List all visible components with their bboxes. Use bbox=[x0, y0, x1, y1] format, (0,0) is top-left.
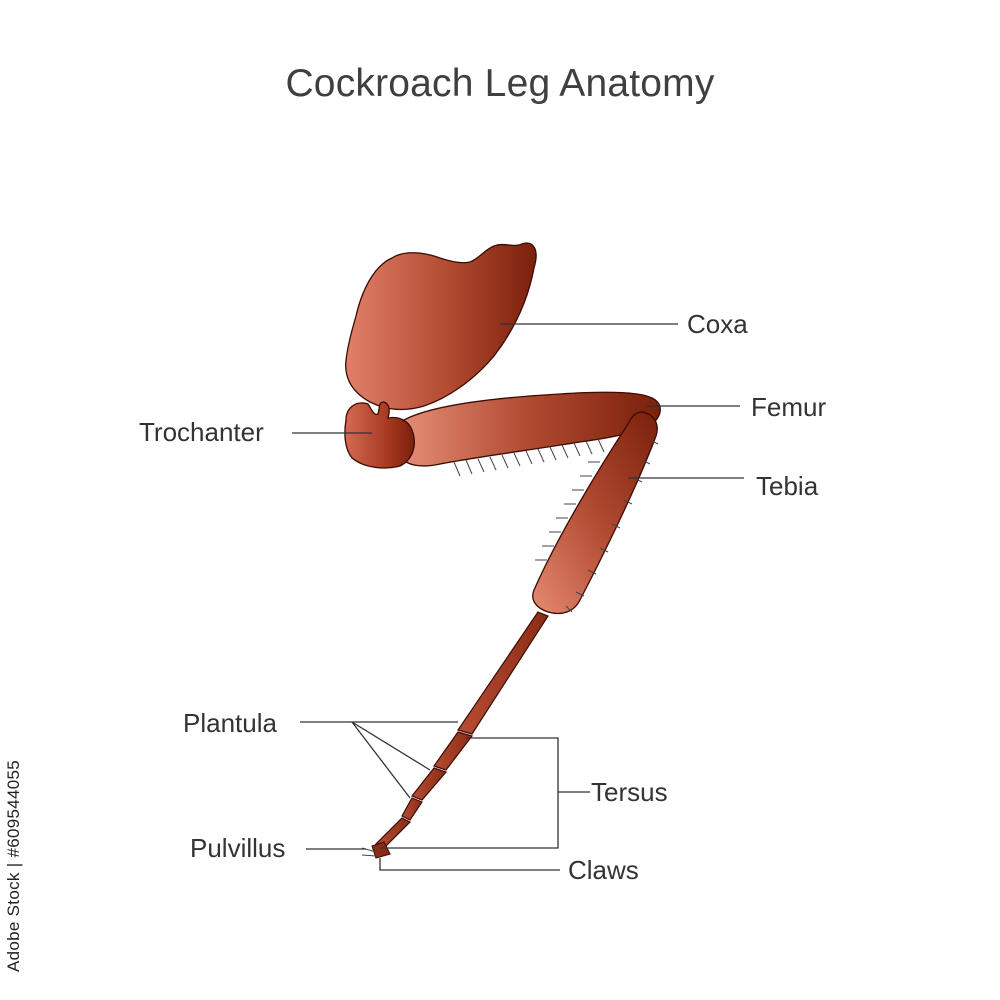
page-title: Cockroach Leg Anatomy bbox=[285, 62, 715, 105]
tarsus-segment-4 bbox=[401, 797, 423, 821]
label-plantula: Plantula bbox=[183, 708, 277, 738]
tibia-shape bbox=[532, 411, 658, 615]
label-pulvillus: Pulvillus bbox=[190, 833, 286, 863]
coxa-shape bbox=[345, 242, 537, 411]
claw-shape bbox=[371, 841, 391, 859]
label-claws: Claws bbox=[568, 855, 639, 885]
tarsus-segment-1 bbox=[457, 611, 549, 735]
tersus-bracket bbox=[380, 737, 559, 849]
femur-bristles bbox=[453, 438, 605, 477]
tarsus-segment-3 bbox=[411, 767, 448, 801]
leader-plantula-a bbox=[351, 721, 411, 799]
label-tebia: Tebia bbox=[756, 471, 819, 501]
label-coxa: Coxa bbox=[687, 309, 748, 339]
tarsus-segment-2 bbox=[433, 731, 474, 771]
leader-plantula-b bbox=[351, 721, 431, 771]
watermark-text: Adobe Stock | #609544055 bbox=[4, 760, 23, 973]
label-femur: Femur bbox=[751, 392, 827, 422]
leader-lines bbox=[292, 323, 744, 871]
tarsus-segments bbox=[374, 611, 549, 849]
tibia-bristles bbox=[535, 439, 659, 613]
trochanter-shape bbox=[344, 401, 415, 469]
label-trochanter: Trochanter bbox=[139, 417, 264, 447]
leader-claws bbox=[379, 858, 560, 871]
label-tersus: Tersus bbox=[591, 777, 668, 807]
